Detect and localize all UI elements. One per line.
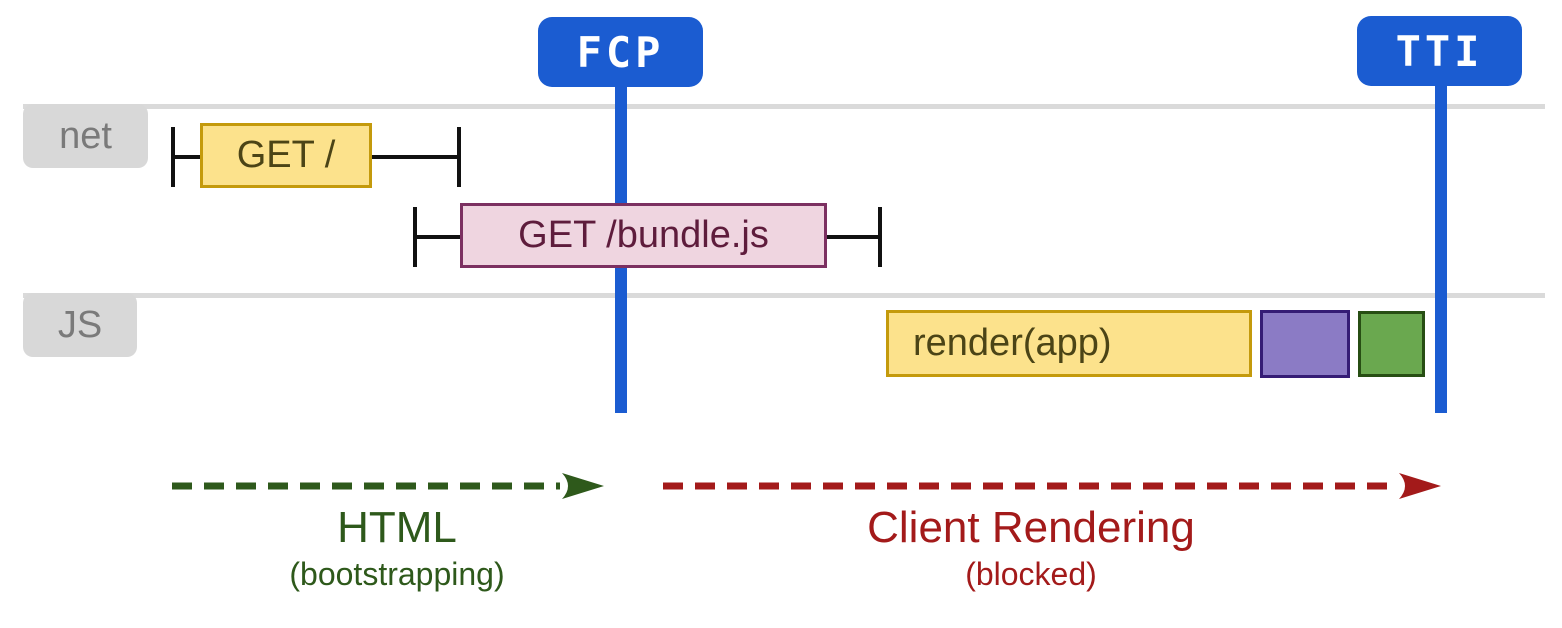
get-root-whisker-right-line (372, 155, 459, 159)
get-bundle-whisker-right-line (827, 235, 880, 239)
phase-html-subtitle: (bootstrapping) (289, 556, 505, 592)
phase-client-rendering-title: Client Rendering (867, 503, 1195, 552)
tti-marker-line (1435, 83, 1447, 413)
lane-label-net: net (23, 104, 148, 168)
phase-html-title: HTML (337, 503, 457, 552)
lane-label-js: JS (23, 293, 137, 357)
js-lane-track-line (23, 293, 1545, 298)
get-bundle-whisker-right-cap (878, 207, 882, 267)
task-interactive-block (1358, 311, 1425, 377)
get-bundle-whisker-left-line (415, 235, 460, 239)
get-root-whisker-right-cap (457, 127, 461, 187)
task-render-app: render(app) (886, 310, 1252, 377)
phase-client-rendering-subtitle: (blocked) (965, 556, 1097, 592)
client-rendering-phase-arrow-icon (663, 473, 1441, 499)
task-get-root: GET / (200, 123, 372, 188)
task-hydrate-block (1260, 310, 1350, 378)
fcp-badge: FCP (538, 17, 703, 87)
html-phase-arrow-icon (172, 473, 604, 499)
net-lane-track-line (23, 104, 1545, 109)
tti-badge: TTI (1357, 16, 1522, 86)
task-get-bundle: GET /bundle.js (460, 203, 827, 268)
get-root-whisker-left-line (173, 155, 200, 159)
